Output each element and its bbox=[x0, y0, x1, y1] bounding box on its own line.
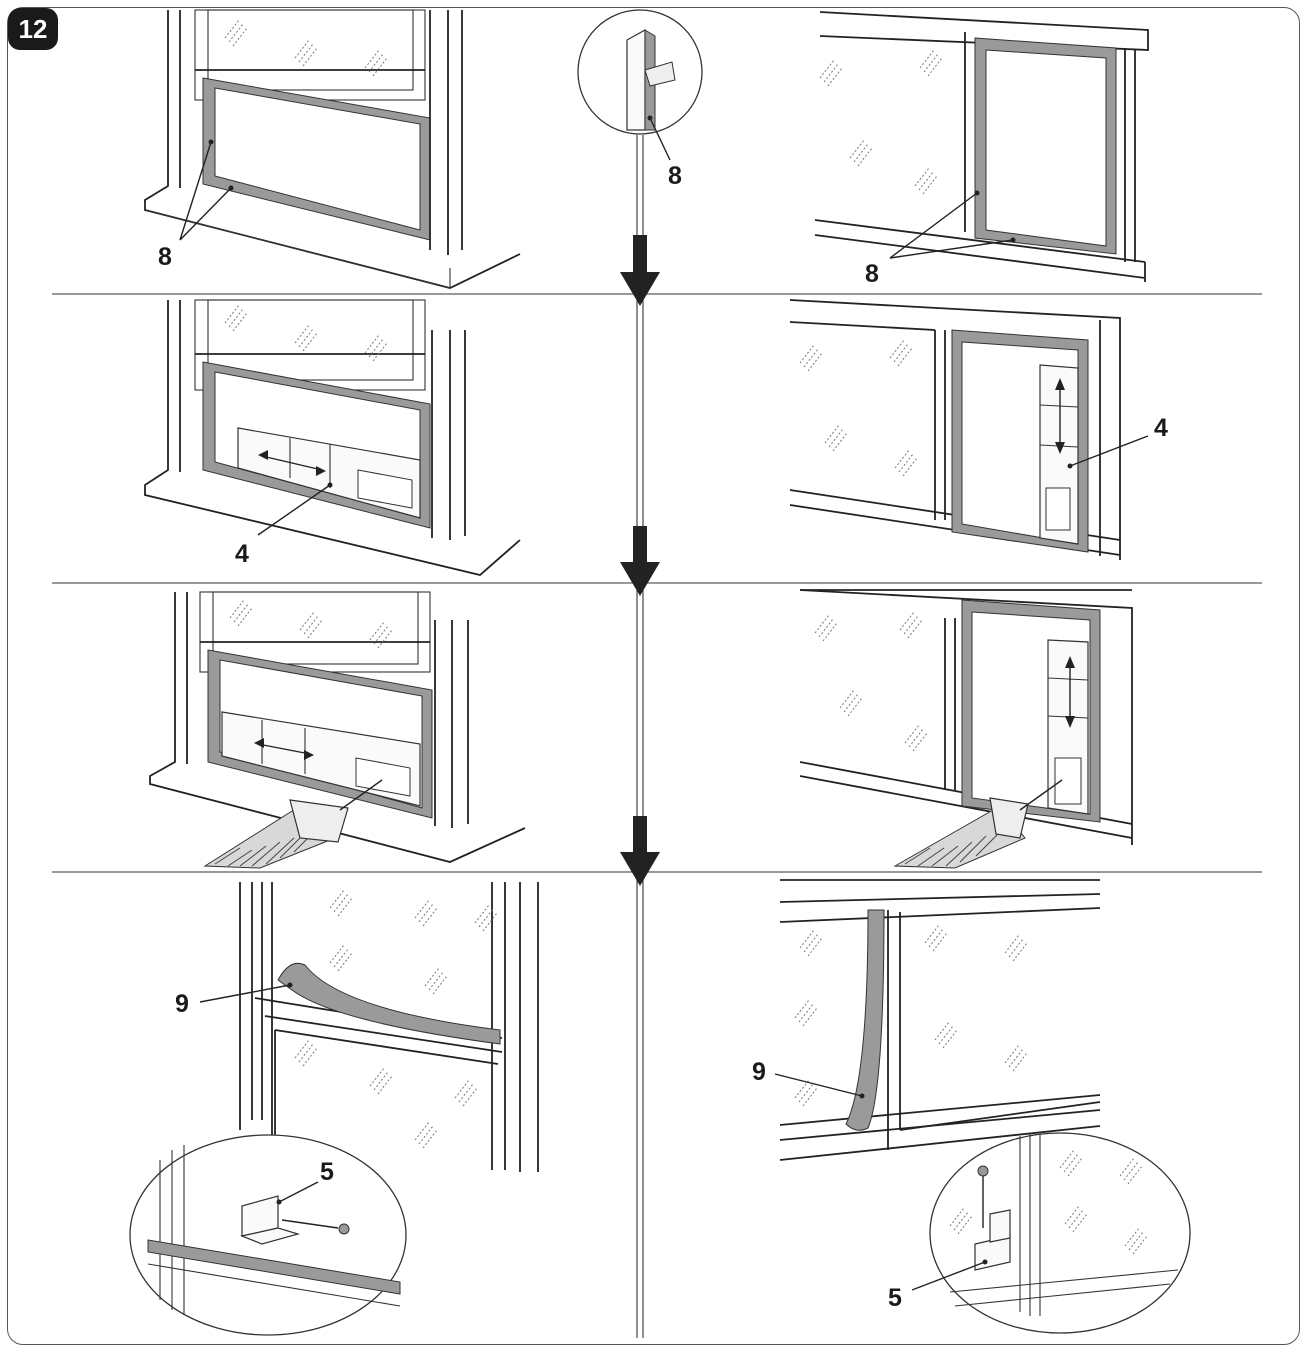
label-seal-strip-row1-right: 8 bbox=[865, 260, 879, 288]
label-bracket-row4-right: 5 bbox=[888, 1284, 902, 1312]
row1-right-sliding-window: 8 bbox=[814, 11, 1149, 288]
row1-detail-seal-strip: 8 bbox=[577, 9, 703, 190]
row-dividers bbox=[52, 135, 1262, 1338]
row4-left-foam-strip: 9 5 bbox=[129, 882, 539, 1336]
label-bracket-row4-left: 5 bbox=[320, 1158, 334, 1186]
down-arrow-2 bbox=[620, 526, 660, 596]
flow-arrows bbox=[620, 235, 660, 886]
label-foam-strip-row4-left: 9 bbox=[175, 990, 189, 1018]
down-arrow-1 bbox=[620, 235, 660, 306]
label-seal-strip-row1-left: 8 bbox=[158, 243, 172, 271]
row3-left-hose-installed bbox=[149, 591, 526, 869]
row1-left-vertical-window: 8 bbox=[144, 9, 521, 289]
row4-right-foam-strip: 9 5 bbox=[752, 879, 1191, 1334]
row2-left-window-panel: 4 bbox=[144, 299, 521, 576]
figure-frame bbox=[7, 7, 1300, 1345]
label-window-panel-row2-right: 4 bbox=[1154, 414, 1168, 442]
label-foam-strip-row4-right: 9 bbox=[752, 1058, 766, 1086]
down-arrow-3 bbox=[620, 816, 660, 886]
row3-right-hose-installed bbox=[799, 589, 1133, 869]
label-window-panel-row2-left: 4 bbox=[235, 540, 249, 568]
label-seal-strip-detail: 8 bbox=[668, 162, 682, 190]
row2-right-window-panel: 4 bbox=[789, 299, 1168, 560]
step-number-badge: 12 bbox=[8, 8, 58, 50]
